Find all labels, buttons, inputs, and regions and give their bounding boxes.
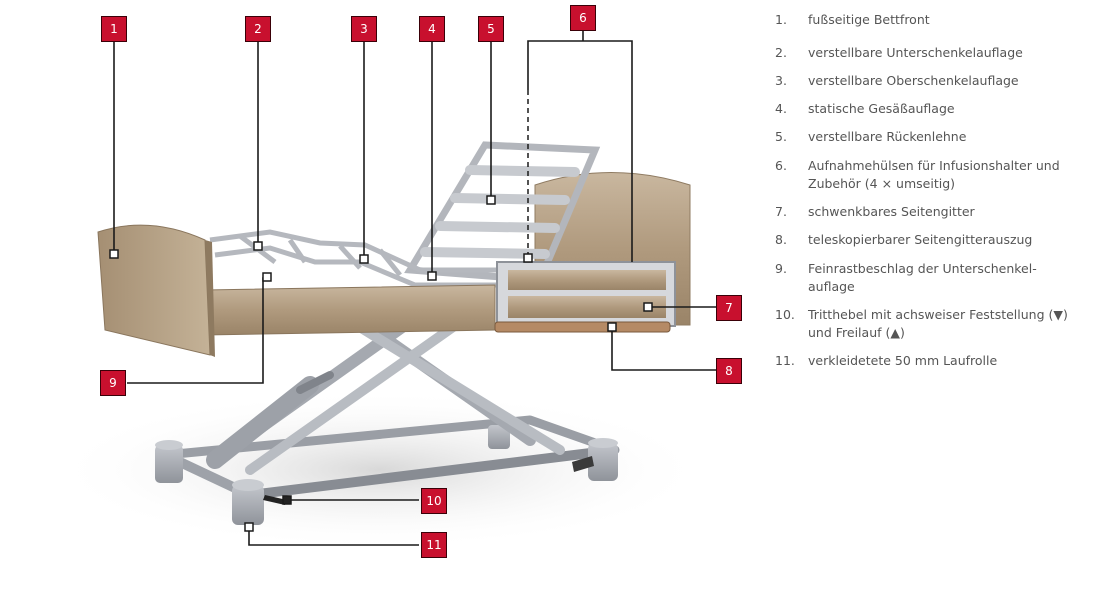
legend-number: 11.	[775, 353, 795, 368]
legend-number: 5.	[775, 129, 787, 144]
legend-number: 7.	[775, 204, 787, 219]
caster	[588, 438, 618, 481]
legend-text: verstellbare Unterschenkelauflage	[808, 45, 1023, 60]
legend-text: verkleidetete 50 mm Laufrolle	[808, 353, 998, 368]
callout-marker-11: 11	[421, 532, 447, 558]
legend-text: statische Gesäßauflage	[808, 101, 955, 116]
caster	[488, 425, 510, 449]
caster	[232, 479, 264, 525]
callout-marker-3: 3	[351, 16, 377, 42]
callout-marker-2: 2	[245, 16, 271, 42]
legend-number: 4.	[775, 101, 787, 116]
legend-number: 3.	[775, 73, 787, 88]
callout-marker-6: 6	[570, 5, 596, 31]
legend-text: schwenkbares Seitengitter	[808, 204, 975, 219]
legend-text: Feinrastbeschlag der Unterschenkel­aufla…	[808, 261, 1037, 294]
legend-text: teleskopierbarer Seitengitterauszug	[808, 232, 1033, 247]
legend-text: verstellbare Oberschenkelauflage	[808, 73, 1019, 88]
foot-pedal	[263, 495, 287, 505]
legend-number: 8.	[775, 232, 787, 247]
care-bed-illustration	[50, 30, 716, 550]
caster	[155, 440, 183, 483]
legend-text: verstellbare Rückenlehne	[808, 129, 967, 144]
callout-marker-8: 8	[716, 358, 742, 384]
legend-number: 10.	[775, 307, 795, 322]
side-guard	[494, 261, 676, 333]
callout-marker-10: 10	[421, 488, 447, 514]
foot-board	[97, 224, 215, 357]
callout-marker-7: 7	[716, 295, 742, 321]
side-frame	[204, 284, 496, 336]
legend-number: 2.	[775, 45, 787, 60]
legend-text: Aufnahmehülsen für Infusionshalter und Z…	[808, 158, 1060, 191]
hotspots	[109, 195, 653, 532]
foot-pedal	[572, 456, 594, 472]
callout-marker-4: 4	[419, 16, 445, 42]
legend-text: Tritthebel mit achsweiser Feststellung (…	[808, 307, 1068, 340]
callout-marker-5: 5	[478, 16, 504, 42]
legend-number: 9.	[775, 261, 787, 276]
callout-marker-9: 9	[100, 370, 126, 396]
legend-text: fußseitige Bettfront	[808, 12, 930, 27]
callout-marker-1: 1	[101, 16, 127, 42]
legend-number: 6.	[775, 158, 787, 173]
legend-number: 1.	[775, 12, 787, 27]
